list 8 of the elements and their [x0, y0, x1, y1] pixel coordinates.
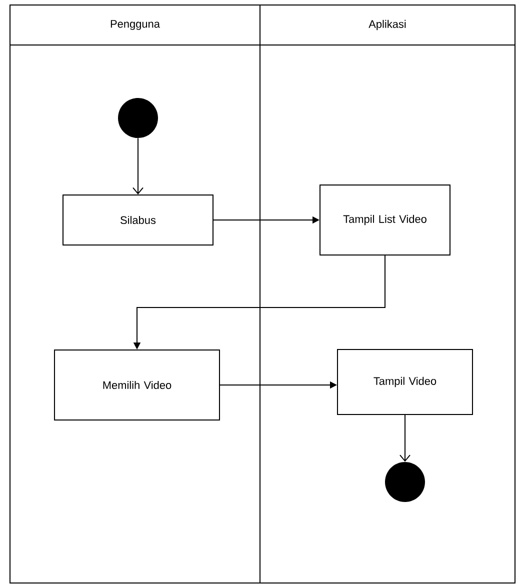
start-node: [118, 98, 158, 138]
arrow: [400, 414, 410, 462]
activity-box: Memilih Video: [54, 350, 220, 420]
arrow: [132, 138, 144, 194]
activity-box: Silabus: [62, 194, 214, 246]
activity-box: Tampil Video: [337, 349, 473, 415]
activity-box: Tampil List Video: [320, 184, 450, 256]
end-node: [385, 462, 425, 502]
